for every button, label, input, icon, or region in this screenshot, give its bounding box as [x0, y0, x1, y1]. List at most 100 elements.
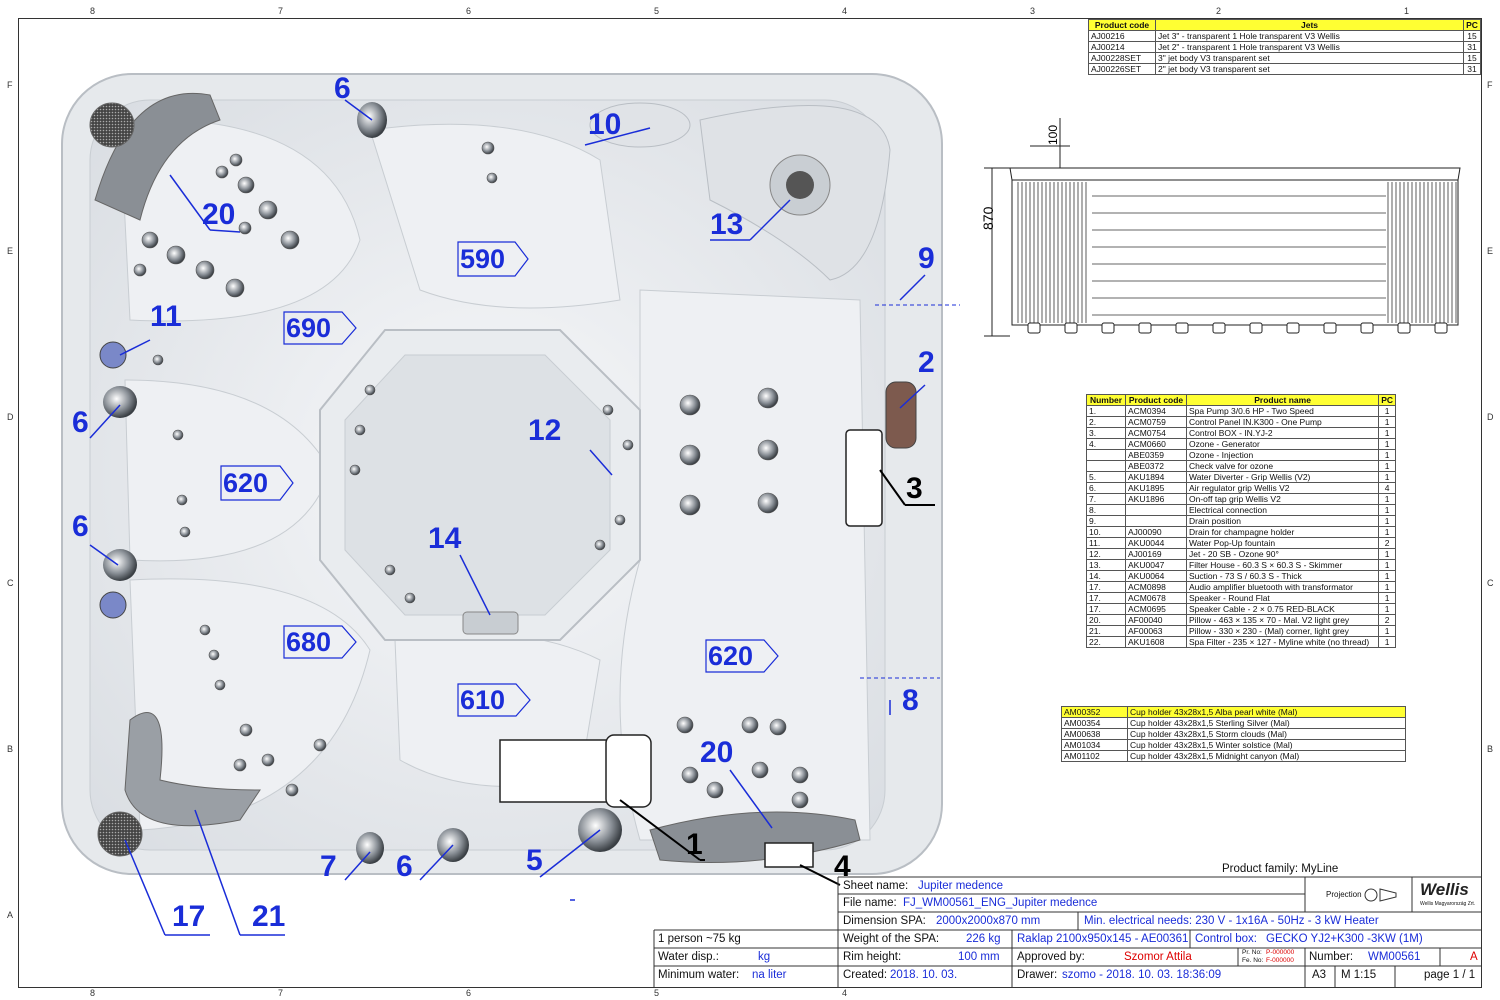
grid-row-label: C: [1487, 578, 1494, 588]
jet-icon: [481, 141, 495, 155]
dim-tag: [283, 311, 357, 345]
sheet-name-label: Sheet name:: [843, 880, 909, 892]
jet-icon: [285, 783, 299, 797]
pop-up-fountain: [99, 591, 127, 619]
grid-col-label: 8: [90, 6, 96, 16]
grid-col-label: 7: [278, 6, 284, 16]
jet-icon: [791, 766, 809, 784]
weight-label: Weight of the SPA:: [843, 933, 940, 945]
jet-icon: [679, 494, 701, 516]
jet-icon: [141, 231, 159, 249]
drawer-label: Drawer:: [1017, 969, 1058, 981]
jet-icon: [769, 718, 787, 736]
jet-icon: [757, 387, 779, 409]
callout-5: 5: [526, 844, 543, 877]
on-off-tap-grip: [356, 832, 384, 864]
cabinet-foot: [1286, 322, 1300, 334]
jet-icon: [404, 592, 416, 604]
wellis-logo-sub: Wellis Magyarország Zrt.: [1420, 901, 1476, 907]
parts-table: Number Product code Product name PC 1.AC…: [1086, 394, 1396, 648]
grid-row-label: C: [7, 578, 14, 588]
speaker-top: [89, 102, 135, 148]
jet-icon: [229, 153, 243, 167]
raklap: Raklap 2100x950x145 - AE00361: [1017, 933, 1189, 945]
side-slats: [1017, 182, 1457, 323]
pop-up-fountain: [99, 341, 127, 369]
jet-icon: [215, 165, 229, 179]
jet-icon: [757, 439, 779, 461]
seat-690: [119, 118, 361, 322]
grid-col-label: 4: [842, 6, 848, 16]
grid-col-label: 4: [842, 988, 848, 998]
cabinet-foot: [1138, 322, 1152, 334]
cabinet-foot: [1434, 322, 1448, 334]
table-cell: Spa Filter - 235 × 127 - Myline white (n…: [1185, 636, 1380, 648]
jet-icon: [354, 424, 366, 436]
jet-icon: [214, 679, 226, 691]
jet-icon: [594, 539, 606, 551]
jet-icon: [195, 260, 215, 280]
callout-12: 12: [528, 414, 562, 447]
grid-col-label: 2: [1216, 6, 1222, 16]
suction: [462, 611, 519, 635]
jet-icon: [679, 444, 701, 466]
callout-2: 2: [918, 346, 935, 379]
leader-lines: [89, 99, 926, 936]
rim-height: 100 mm: [958, 951, 1000, 963]
jet-icon: [225, 278, 245, 298]
jet-icon: [133, 263, 147, 277]
control-box: [845, 429, 883, 527]
jet-icon: [261, 753, 275, 767]
callout-3: 3: [906, 472, 923, 505]
leader-lines-black: [619, 469, 935, 886]
col-header: PC: [1463, 19, 1481, 31]
control-box-value: GECKO YJ2+K300 -3KW (1M): [1266, 933, 1423, 945]
grid-col-label: 8: [90, 988, 96, 998]
speaker-bottom: [97, 811, 143, 857]
col-header: Product code: [1125, 394, 1187, 406]
cabinet-foot: [1360, 322, 1374, 334]
seat-620-right: [619, 289, 871, 841]
grid-row-label: A: [7, 910, 14, 920]
jet-icon: [238, 221, 252, 235]
revision: A: [1470, 951, 1478, 963]
dim-tag: [283, 625, 357, 659]
dimension-spa: 2000x2000x870 mm: [936, 915, 1041, 927]
grid-row-label: E: [1487, 246, 1494, 256]
table-cell: AM01102: [1060, 750, 1129, 762]
dimension-label: 590: [460, 244, 506, 274]
skimmer-hole: [786, 171, 814, 199]
number: WM00561: [1368, 951, 1421, 963]
jet-icon: [199, 624, 211, 636]
ozone-generator: [764, 842, 814, 868]
table-cell: 2" jet body V3 transparent set: [1155, 63, 1464, 75]
table-cell: AJ00226SET: [1088, 63, 1156, 75]
weight: 226 kg: [966, 933, 1001, 945]
cabinet-foot: [1175, 322, 1189, 334]
dim-tag: [457, 241, 529, 277]
drawer: szomo - 2018. 10. 03. 18:36:09: [1062, 969, 1222, 981]
air-regulator-grip: [103, 549, 137, 581]
dimension-label: 610: [460, 685, 506, 715]
jet-icon: [176, 494, 188, 506]
page-number: page 1 / 1: [1424, 969, 1476, 981]
jet-icon: [757, 492, 779, 514]
product-family: Product family: MyLine: [1222, 863, 1339, 875]
callout-21: 21: [252, 900, 286, 933]
callout-7: 7: [320, 850, 337, 883]
fe-no: F-000000: [1266, 957, 1294, 964]
dimension-spa-label: Dimension SPA:: [843, 915, 926, 927]
pr-no-label: Pr. No:: [1242, 949, 1262, 956]
pillow-21: [124, 712, 261, 827]
grid-col-label: 6: [466, 988, 472, 998]
